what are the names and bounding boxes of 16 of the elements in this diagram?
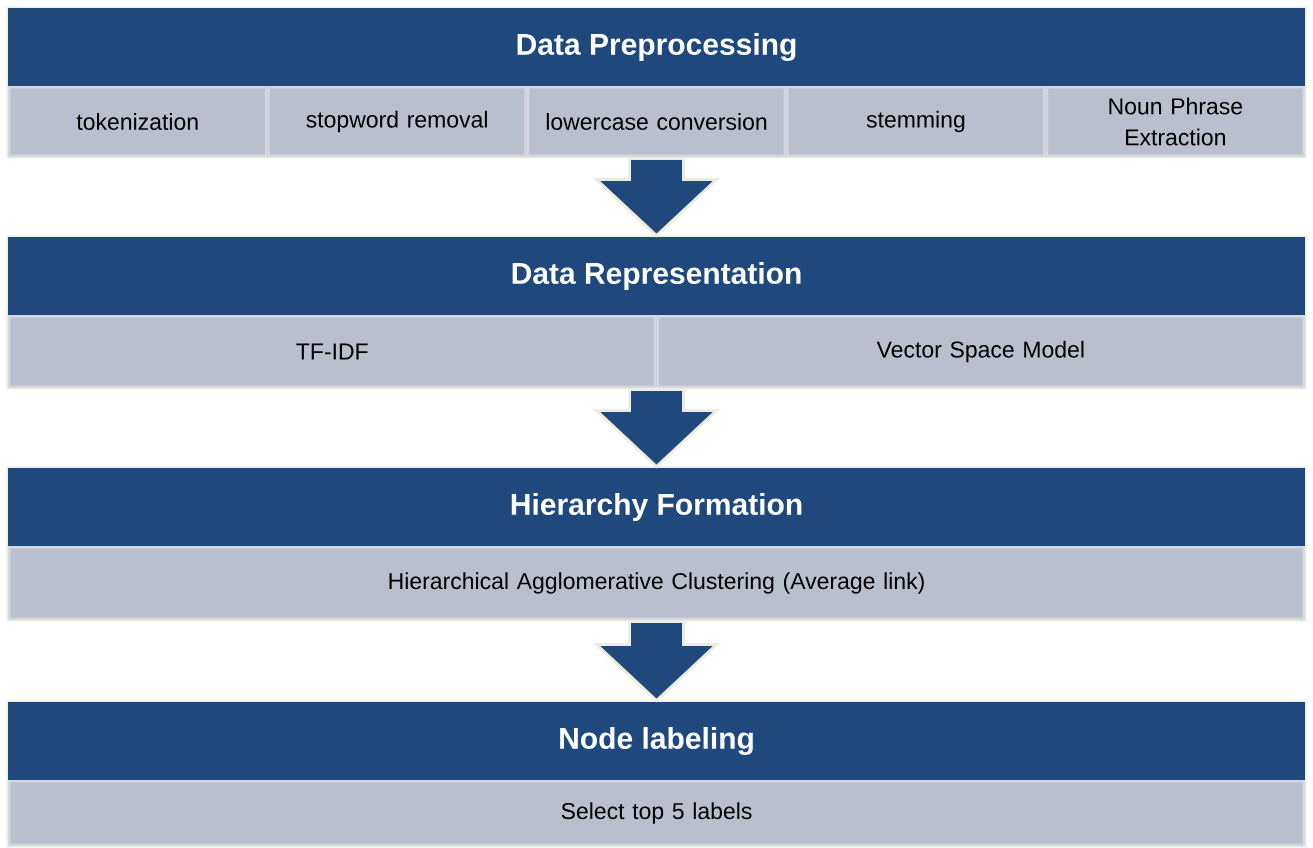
step-cell: stopword removal bbox=[267, 86, 527, 157]
block-arrow bbox=[592, 157, 721, 238]
step-cell: Vector Space Model bbox=[656, 315, 1306, 388]
step-cell: Hierarchical Agglomerative Clustering (Average link) bbox=[8, 546, 1305, 620]
step-cell: lowercase conversion bbox=[526, 86, 787, 157]
header-band: Hierarchy Formation bbox=[8, 468, 1305, 546]
step-cell: stemming bbox=[786, 86, 1046, 157]
step-cell: tokenization bbox=[8, 86, 268, 157]
step-cell: Noun Phrase Extraction bbox=[1045, 86, 1305, 157]
step-cell: TF-IDF bbox=[7, 315, 657, 388]
block-arrow bbox=[592, 388, 721, 469]
block-arrow bbox=[592, 620, 721, 703]
header-band: Data Representation bbox=[8, 237, 1305, 315]
step-cell: Select top 5 labels bbox=[8, 780, 1305, 846]
header-band: Node labeling bbox=[8, 702, 1305, 780]
header-band: Data Preprocessing bbox=[8, 8, 1305, 86]
